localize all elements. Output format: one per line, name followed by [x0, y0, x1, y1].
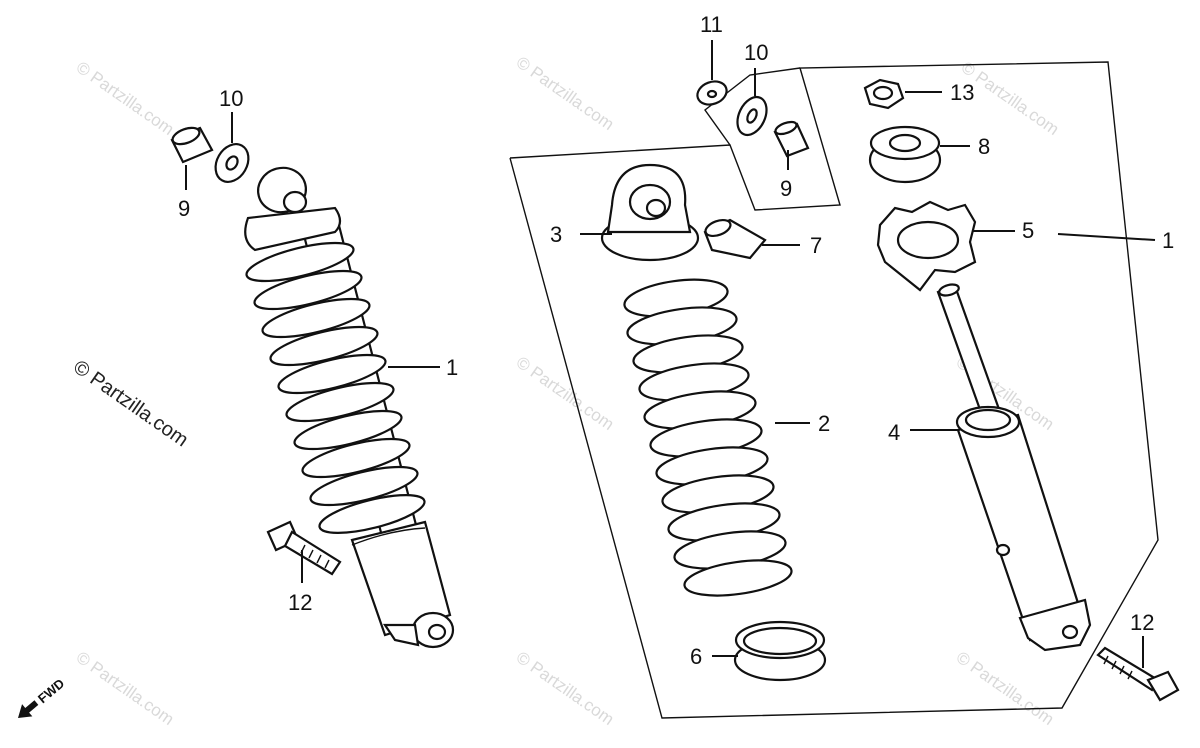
left-washer-10	[214, 143, 250, 183]
washer-11	[696, 80, 728, 106]
callout-left-12: 12	[288, 590, 312, 615]
coil-spring-2	[623, 278, 793, 597]
callout-6: 6	[690, 644, 702, 669]
left-collar-9	[170, 126, 214, 164]
left-bolt-12	[266, 520, 342, 576]
rubber-bushing-8	[868, 125, 942, 184]
damper-4	[936, 283, 1092, 652]
watermark-main: © Partzilla.com	[69, 356, 192, 451]
nut-13	[863, 78, 905, 110]
callout-10: 10	[744, 40, 768, 65]
fwd-label: FWD	[35, 676, 67, 707]
callout-11: 11	[700, 12, 723, 37]
washer-10	[736, 95, 768, 137]
left-coil-spring	[245, 241, 426, 534]
left-shock-assembly	[244, 166, 455, 649]
callout-left-1: 1	[446, 355, 458, 380]
left-top-mount	[244, 206, 342, 252]
exploded-boundary	[509, 61, 1159, 719]
watermark-faint: © Partzilla.com	[513, 353, 618, 434]
callout-4: 4	[888, 420, 900, 445]
callout-5: 5	[1022, 218, 1034, 243]
collar-7	[703, 218, 767, 260]
callout-left-9: 9	[178, 196, 190, 221]
spring-seat-top-3	[600, 163, 700, 262]
callout-left-10: 10	[219, 86, 243, 111]
bolt-12	[1096, 646, 1180, 702]
collar-9	[773, 120, 810, 158]
callout-12: 12	[1130, 610, 1154, 635]
watermark-faint: © Partzilla.com	[953, 648, 1058, 729]
watermark-faint: © Partzilla.com	[73, 648, 178, 729]
callout-9: 9	[780, 176, 792, 201]
callout-3: 3	[550, 222, 562, 247]
callout-13: 13	[950, 80, 974, 105]
spring-adjuster-5	[876, 200, 977, 292]
watermark-faint: © Partzilla.com	[513, 53, 618, 134]
callout-1: 1	[1162, 228, 1174, 253]
watermark-faint: © Partzilla.com	[513, 648, 618, 729]
callout-7: 7	[810, 233, 822, 258]
fwd-arrow-icon: FWD	[18, 676, 67, 718]
watermark-faint: © Partzilla.com	[73, 58, 178, 139]
callout-8: 8	[978, 134, 990, 159]
callout-2: 2	[818, 411, 830, 436]
spring-seat-lower-6	[733, 620, 827, 682]
